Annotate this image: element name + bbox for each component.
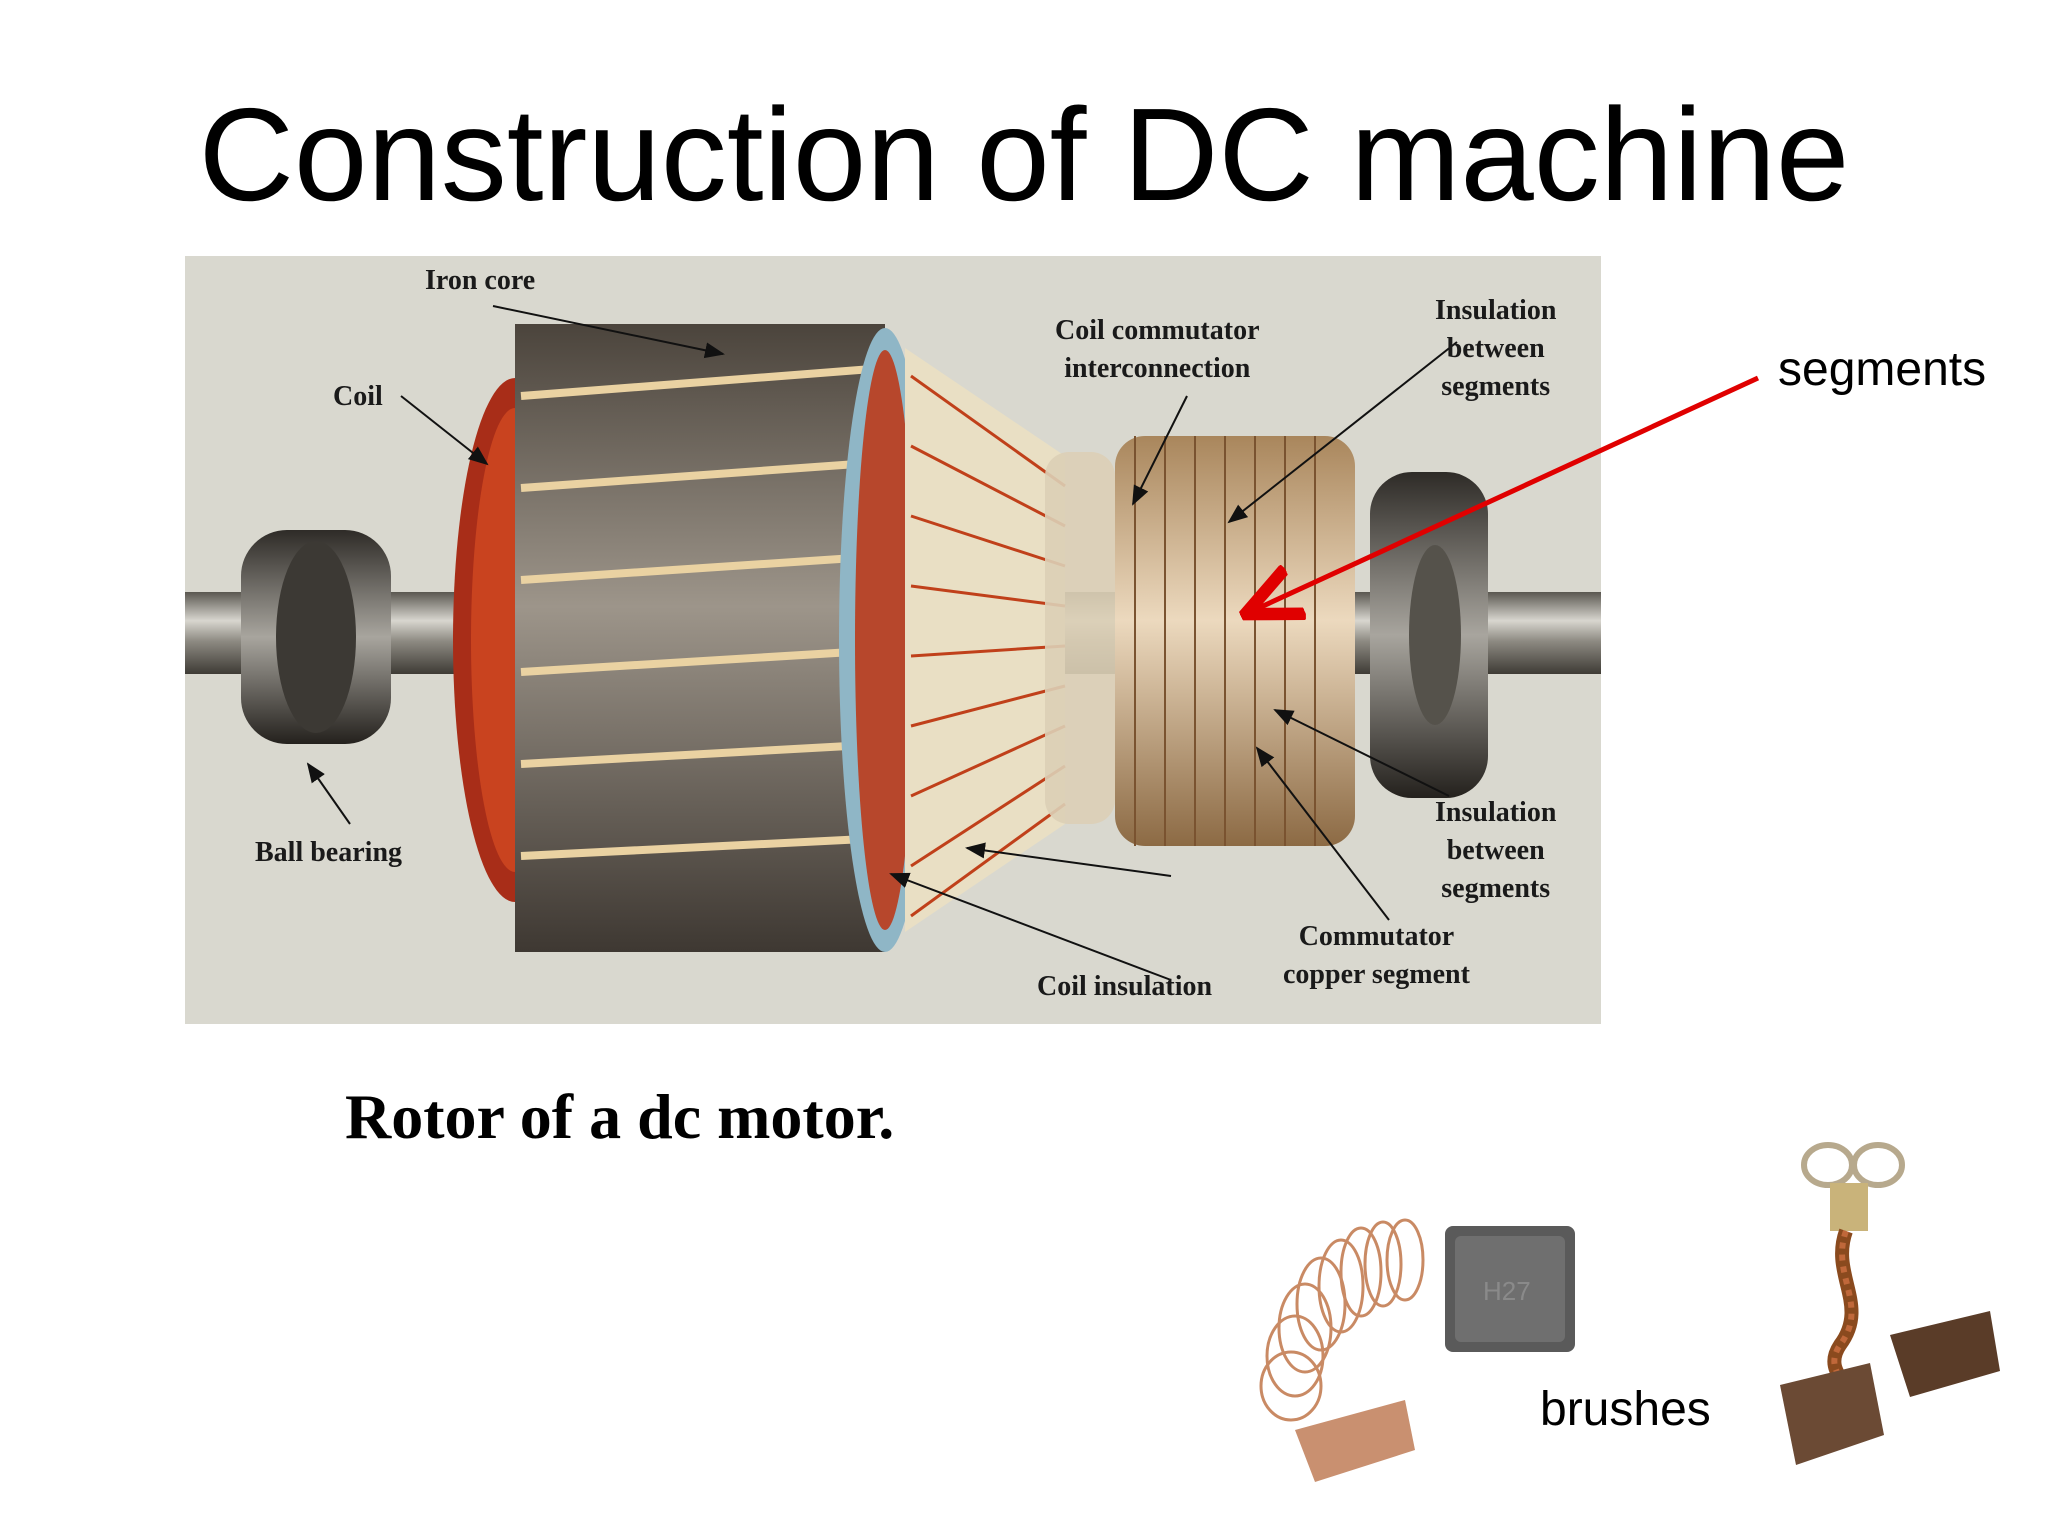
label-insulation-between-segments-bottom: Insulation between segments	[1435, 797, 1557, 904]
label-coil: Coil	[333, 381, 383, 412]
brush-marking: H27	[1483, 1276, 1531, 1306]
brushes-callout: brushes	[1540, 1383, 1711, 1436]
slide-title: Construction of DC machine	[198, 81, 1850, 228]
label-coil-insulation: Coil insulation	[1037, 971, 1213, 1002]
brush-spring-image: H27	[1255, 1200, 1595, 1490]
label-iron-core: Iron core	[425, 265, 536, 296]
segments-callout: segments	[1778, 343, 1987, 396]
figure-caption: Rotor of a dc motor.	[345, 1081, 895, 1152]
rotor-photo: Iron core Coil Ball bearing Coil commuta…	[185, 256, 1601, 1024]
label-coil-commutator-interconnection: Coil commutator interconnection	[1055, 315, 1260, 384]
brush-pigtail-image	[1760, 1135, 2010, 1495]
label-insulation-between-segments-top: Insulation between segments	[1435, 295, 1557, 402]
label-commutator-copper-segment: Commutator copper segment	[1283, 921, 1470, 990]
label-ball-bearing: Ball bearing	[255, 837, 403, 868]
